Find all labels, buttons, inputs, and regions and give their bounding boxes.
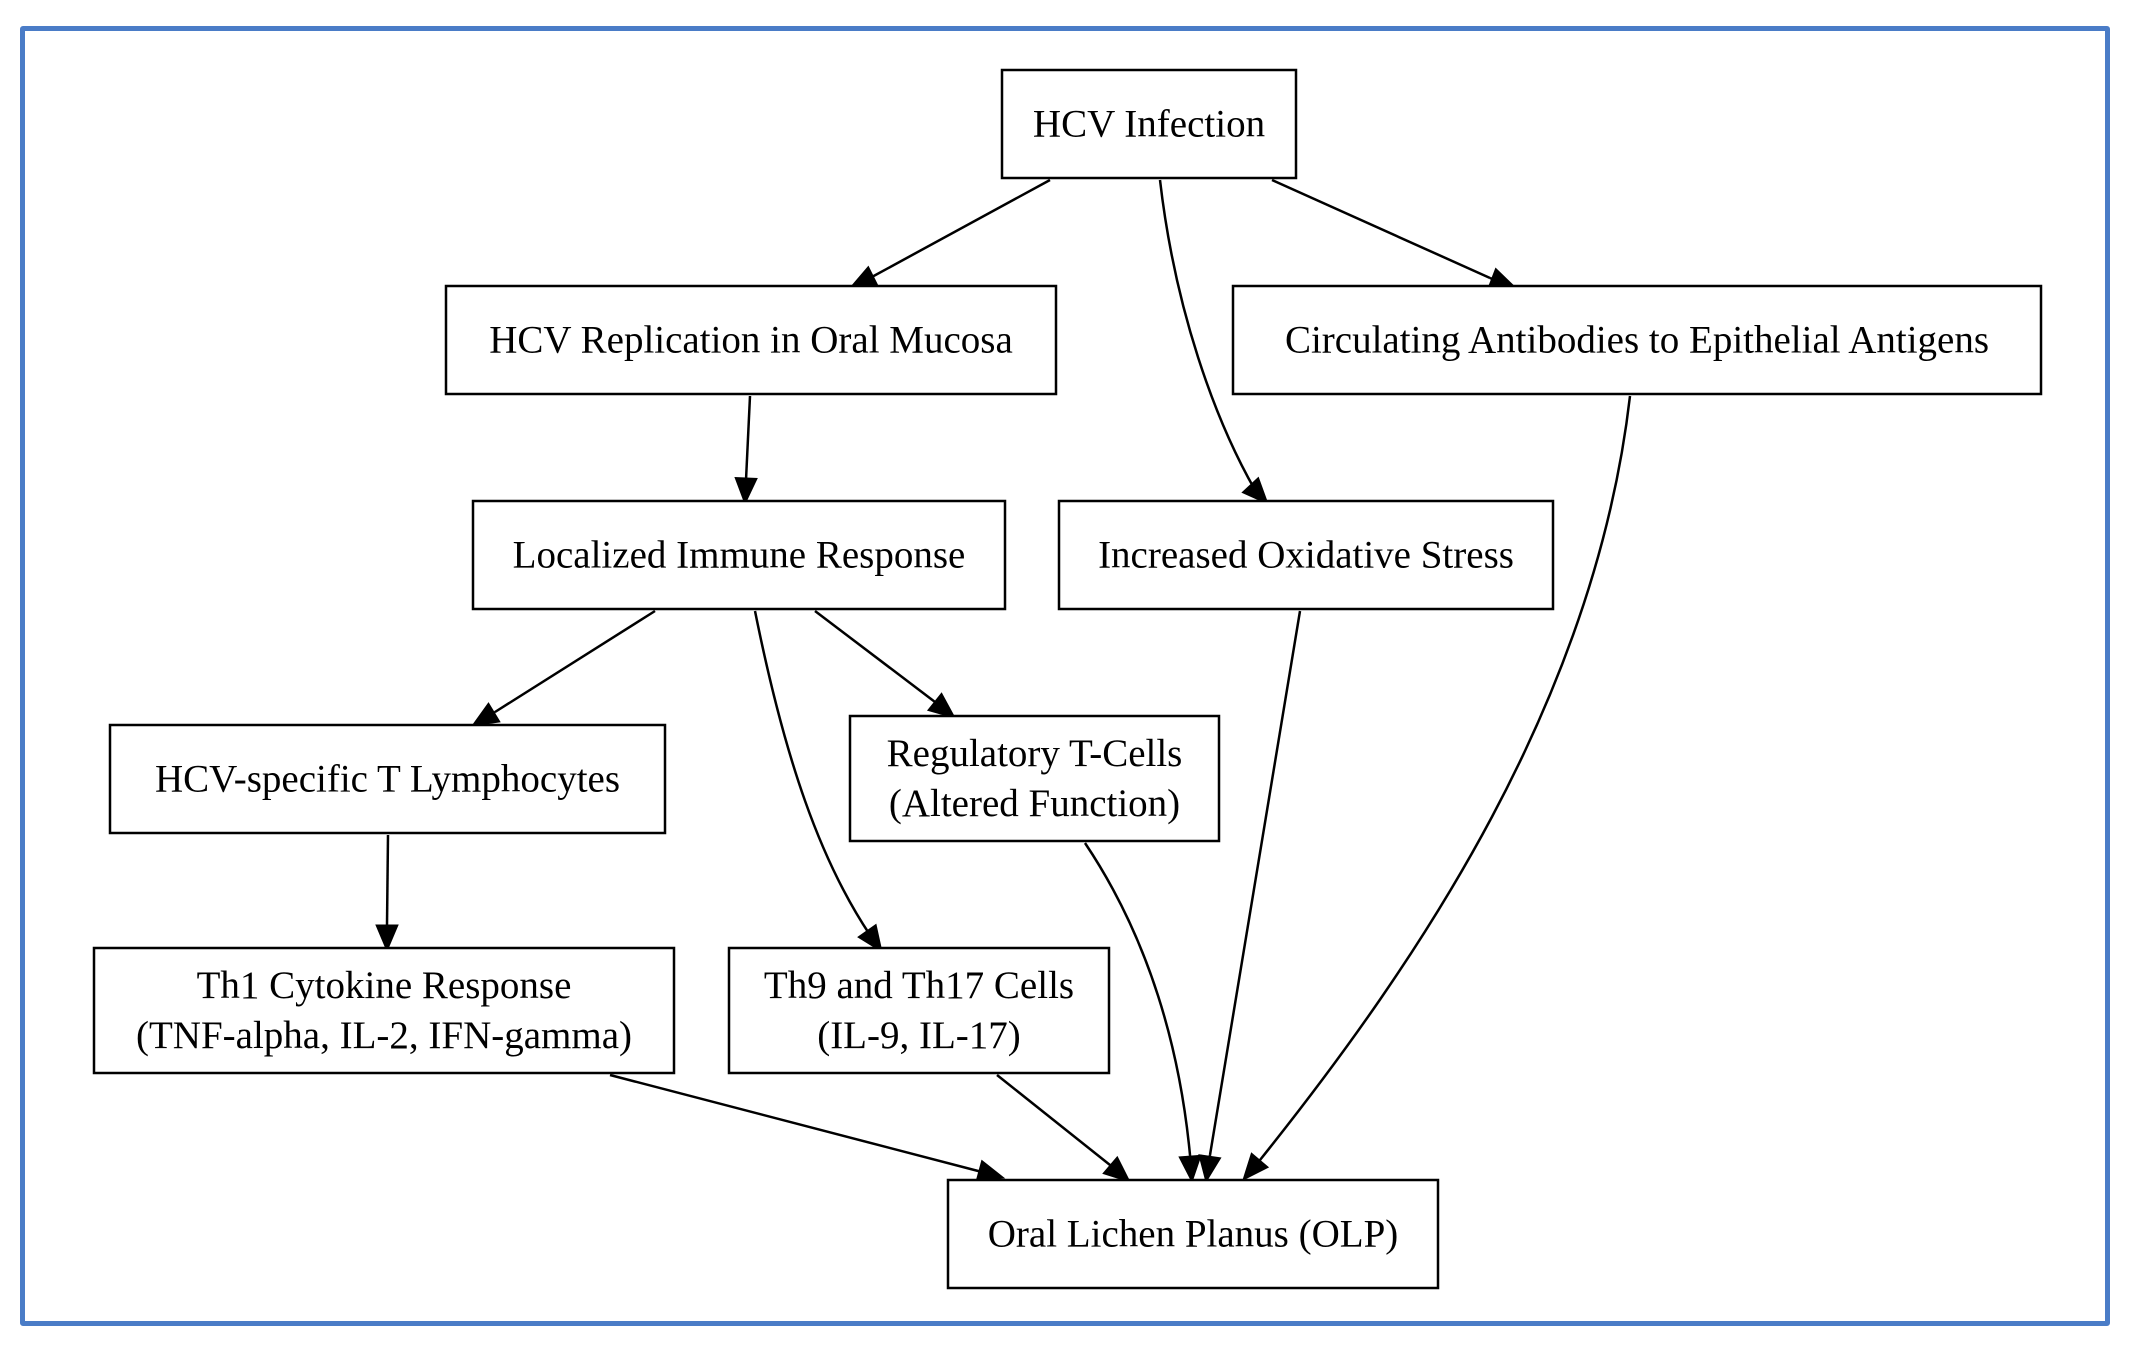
edge-line — [1158, 179, 1257, 491]
edge-line — [385, 834, 390, 926]
node-label: HCV Infection — [1033, 103, 1265, 146]
edge-th9-to-olp — [996, 1074, 1131, 1183]
node-olp: Oral Lichen Planus (OLP) — [946, 1178, 1440, 1290]
edge-line — [753, 610, 872, 936]
node-box — [946, 1178, 1440, 1290]
edge-line — [494, 609, 656, 714]
edge-hcv_infection-to-oxidative — [1158, 179, 1269, 505]
edge-replication-to-localized — [734, 395, 758, 506]
node-label: (TNF-alpha, IL-2, IFN-gamma) — [136, 1014, 632, 1057]
edge-localized-to-th9 — [753, 610, 883, 954]
node-box — [471, 499, 1007, 611]
node-th9: Th9 and Th17 Cells (IL-9, IL-17) — [727, 946, 1111, 1075]
node-label: Th1 Cytokine Response — [197, 964, 572, 1007]
node-replication: HCV Replication in Oral Mucosa — [444, 284, 1058, 396]
edge-line — [744, 395, 752, 481]
arrowhead-icon — [1102, 1155, 1131, 1183]
edge-line — [609, 1073, 983, 1174]
arrowhead-icon — [975, 1159, 1006, 1183]
node-label: HCV-specific T Lymphocytes — [155, 758, 620, 801]
arrowhead-icon — [734, 477, 758, 506]
edge-line — [1259, 395, 1632, 1161]
node-oxidative: Increased Oxidative Stress — [1057, 499, 1555, 611]
edge-line — [814, 610, 936, 703]
node-label: Th9 and Th17 Cells — [764, 964, 1074, 1007]
edge-t_lymphocytes-to-th1 — [375, 834, 399, 953]
edge-line — [1271, 178, 1491, 280]
node-label: Regulatory T-Cells — [887, 732, 1183, 775]
arrowhead-icon — [1178, 1154, 1202, 1184]
node-th1: Th1 Cytokine Response (TNF-alpha, IL-2, I… — [92, 946, 676, 1075]
arrowhead-icon — [375, 924, 399, 953]
arrowhead-icon — [857, 923, 883, 954]
edges-layer — [375, 178, 1632, 1184]
edge-localized-to-t_lymphocytes — [470, 609, 656, 727]
node-antibodies: Circulating Antibodies to Epithelial Ant… — [1231, 284, 2043, 396]
node-label: (IL-9, IL-17) — [817, 1014, 1021, 1057]
node-label: Circulating Antibodies to Epithelial Ant… — [1285, 319, 1989, 362]
edge-line — [869, 178, 1051, 280]
edge-antibodies-to-olp — [1242, 395, 1632, 1181]
node-box — [727, 946, 1111, 1075]
node-label: Increased Oxidative Stress — [1098, 534, 1514, 577]
edge-line — [996, 1074, 1111, 1166]
arrowhead-icon — [1198, 1154, 1222, 1184]
node-localized: Localized Immune Response — [471, 499, 1007, 611]
node-t-lymphocytes: HCV-specific T Lymphocytes — [108, 723, 667, 835]
edge-localized-to-regulatory — [814, 610, 957, 719]
node-regulatory: Regulatory T-Cells (Altered Function) — [848, 714, 1221, 843]
node-label: Oral Lichen Planus (OLP) — [988, 1213, 1399, 1256]
diagram-frame — [20, 26, 2110, 1326]
arrowhead-icon — [926, 692, 957, 719]
arrowhead-icon — [1242, 1152, 1270, 1181]
node-box — [444, 284, 1058, 396]
arrowhead-icon — [1241, 476, 1269, 505]
node-label: Localized Immune Response — [513, 534, 966, 577]
edge-line — [1083, 842, 1192, 1156]
node-box — [92, 946, 676, 1075]
node-box — [1000, 68, 1298, 180]
edge-hcv_infection-to-replication — [848, 178, 1051, 289]
edge-line — [1208, 610, 1302, 1156]
node-hcv-infection: HCV Infection — [1000, 68, 1298, 180]
edge-oxidative-to-olp — [1198, 610, 1302, 1184]
edge-th1-to-olp — [609, 1073, 1006, 1183]
edge-hcv_infection-to-antibodies — [1271, 178, 1518, 290]
node-box — [1057, 499, 1555, 611]
edge-regulatory-to-olp — [1083, 842, 1202, 1184]
node-box — [108, 723, 667, 835]
node-box — [848, 714, 1221, 843]
node-label: (Altered Function) — [889, 782, 1180, 825]
arrowhead-icon — [470, 702, 501, 727]
node-box — [1231, 284, 2043, 396]
node-label: HCV Replication in Oral Mucosa — [489, 319, 1013, 362]
